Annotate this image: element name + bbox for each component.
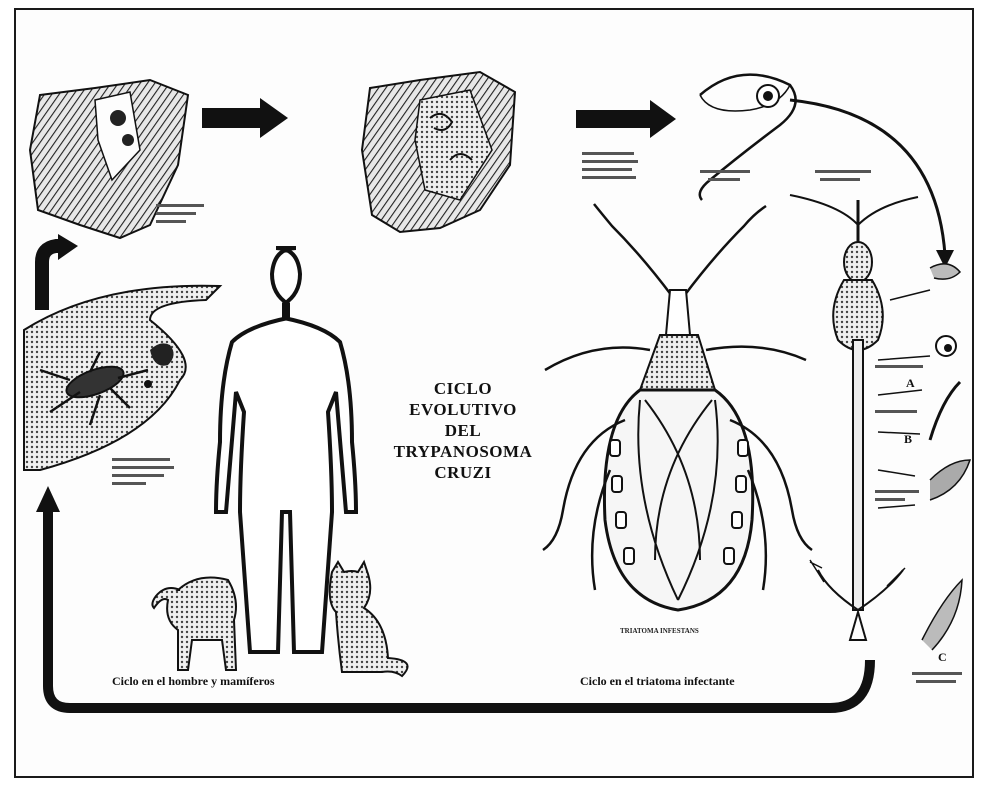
stage-label-text — [912, 672, 962, 675]
stage-letter-c: C — [938, 650, 947, 665]
forearm-label-text — [112, 466, 174, 469]
stage-letter-a: A — [906, 376, 915, 391]
stage-letter-b: B — [904, 432, 912, 447]
arrow-right-icon — [202, 98, 288, 138]
title-line: DEL — [388, 420, 538, 441]
tissue-1-label-text — [156, 220, 186, 223]
stage-label-text — [582, 160, 638, 163]
forearm-label-text — [112, 474, 164, 477]
title-line: TRYPANOSOMA — [388, 441, 538, 462]
species-label: TRIATOMA INFESTANS — [620, 628, 699, 635]
forearm-with-bug — [24, 286, 220, 470]
stage-label-text — [582, 176, 636, 179]
stage-label-text — [875, 410, 917, 413]
stage-label-text — [582, 168, 632, 171]
infected-muscle-tissue-2 — [362, 72, 515, 232]
stage-label-text — [875, 498, 905, 501]
forearm-label-text — [112, 458, 170, 461]
diagram-title: CICLO EVOLUTIVO DEL TRYPANOSOMA CRUZI — [388, 378, 538, 483]
parasite-stage-forms — [878, 264, 970, 650]
title-line: CICLO — [388, 378, 538, 399]
triatoma-bug — [543, 204, 812, 610]
stage-label-text — [582, 152, 634, 155]
arrow-right-icon — [576, 100, 676, 138]
title-line: EVOLUTIVO — [388, 399, 538, 420]
title-line: CRUZI — [388, 462, 538, 483]
tissue-1-label-text — [156, 204, 204, 207]
blood-trypomastigote — [700, 75, 796, 200]
bug-cycle-caption: Ciclo en el triatoma infectante — [580, 674, 735, 689]
arrow-up-icon — [42, 234, 78, 310]
stage-label-text — [708, 178, 740, 181]
bug-digestive-tract — [790, 195, 918, 640]
stage-label-text — [700, 170, 750, 173]
stage-label-text — [916, 680, 956, 683]
tissue-1-label-text — [156, 212, 196, 215]
human-cycle-caption: Ciclo en el hombre y mamíferos — [112, 674, 275, 689]
stage-label-text — [875, 365, 923, 368]
stage-label-text — [875, 490, 919, 493]
stage-label-text — [815, 170, 871, 173]
forearm-label-text — [112, 482, 146, 485]
cycle-arrow-curve — [790, 100, 945, 255]
stage-label-text — [820, 178, 860, 181]
dog-figure — [152, 578, 236, 670]
cat-figure — [330, 562, 408, 676]
